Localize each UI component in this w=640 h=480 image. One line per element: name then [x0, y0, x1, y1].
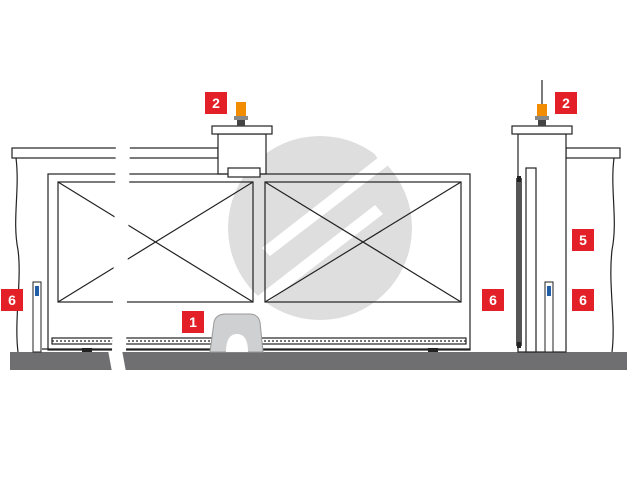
- right-pillar: [511, 125, 573, 353]
- photocell-post-right-icon: [544, 281, 554, 353]
- callout-badge-photocell-post-right: 6: [572, 289, 594, 311]
- callout-badge-flashing-lamp-left: 2: [205, 92, 227, 114]
- svg-text:5: 5: [579, 232, 587, 248]
- top-beam: [127, 147, 219, 159]
- callout-badge-photocell-center: 6: [482, 289, 504, 311]
- flashing-lamp-left-icon: [234, 102, 248, 126]
- gate-wheel: [82, 348, 92, 352]
- flashing-lamp-right-icon: [535, 80, 549, 126]
- callout-badge-pillar: 5: [572, 229, 594, 251]
- svg-text:6: 6: [489, 292, 497, 308]
- svg-text:6: 6: [8, 292, 16, 308]
- svg-text:1: 1: [189, 314, 197, 330]
- photocell-post-left-icon: [32, 281, 42, 353]
- ground: [10, 352, 627, 370]
- svg-text:2: 2: [212, 95, 220, 111]
- gate-operator-motor: [209, 313, 264, 353]
- svg-text:2: 2: [562, 95, 570, 111]
- gate-wheel: [428, 348, 438, 352]
- left-wall: [11, 147, 121, 353]
- callout-badge-photocell-post-left: 6: [1, 289, 23, 311]
- callout-badge-flashing-lamp-right: 2: [555, 92, 577, 114]
- callout-badge-gate-operator: 1: [182, 311, 204, 333]
- photocell-strip: [516, 178, 522, 346]
- svg-text:6: 6: [579, 292, 587, 308]
- left-pillar: [211, 125, 273, 175]
- break-gap: [112, 140, 130, 352]
